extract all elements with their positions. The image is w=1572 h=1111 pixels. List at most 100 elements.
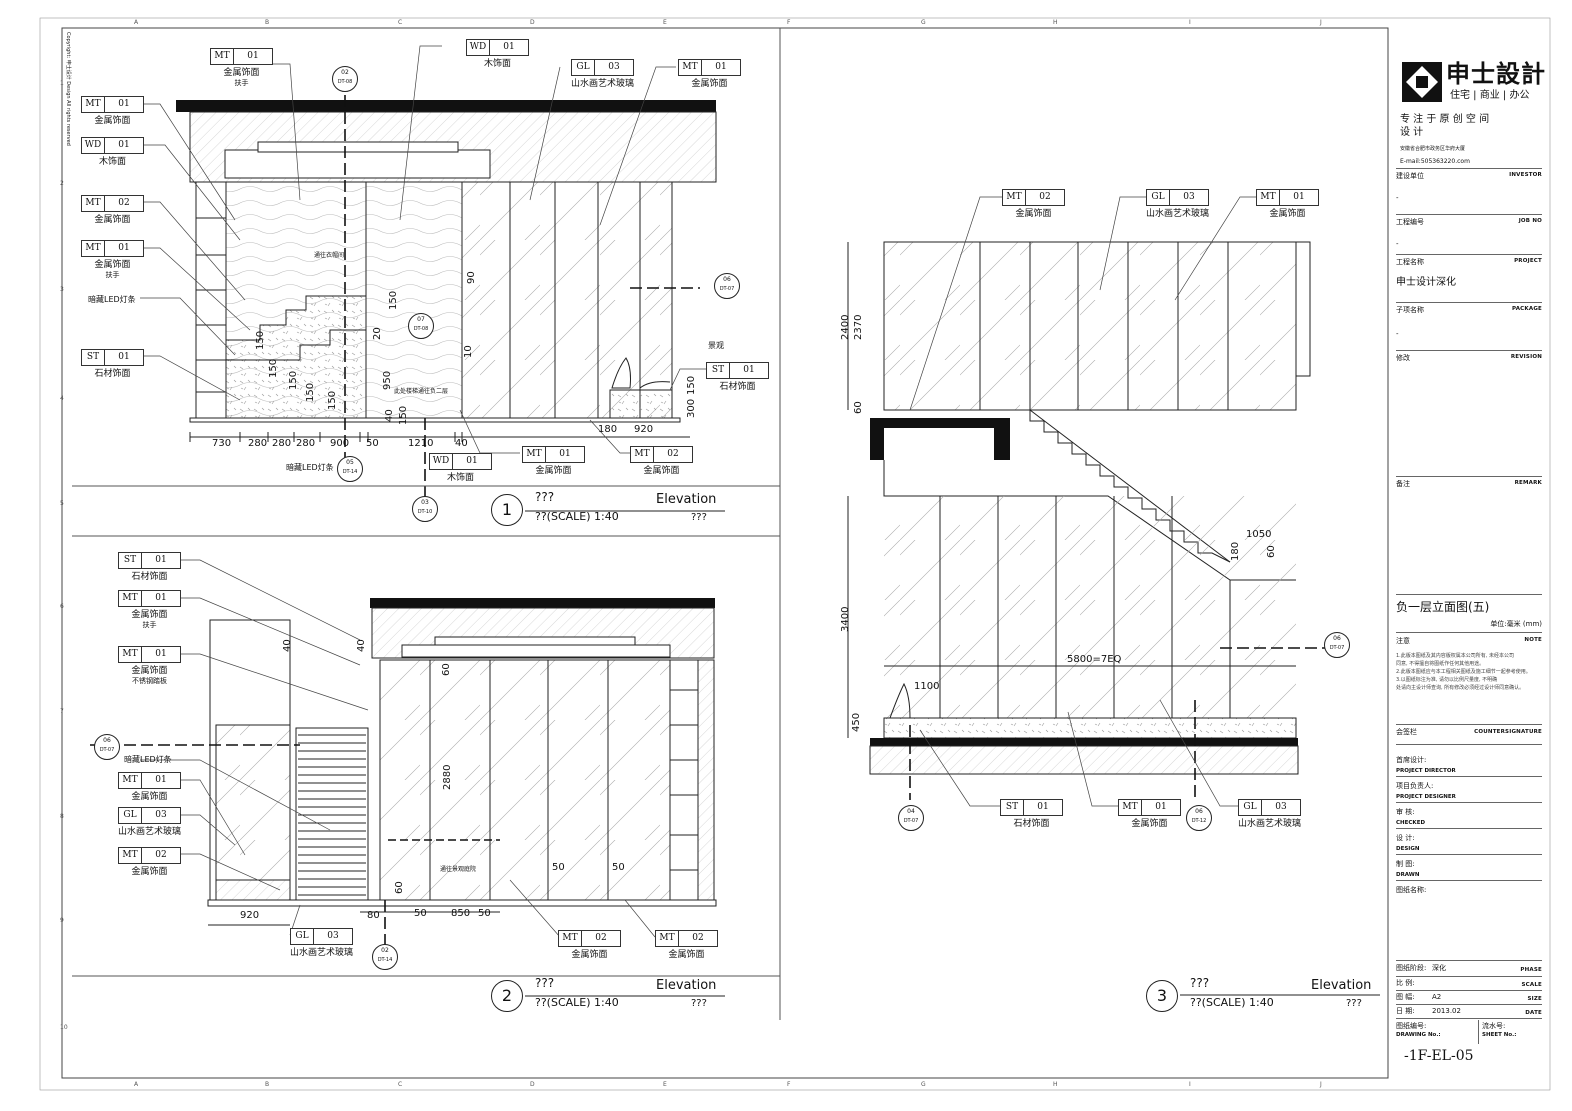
material-code: MT [1003, 190, 1026, 205]
material-name: 木饰面 [446, 473, 474, 483]
dimension-text: 5800=7EQ [1067, 654, 1122, 665]
dimension-text: 60 [1266, 545, 1277, 558]
copyright-text: Copyright: 申士设计 Design All rights reserv… [65, 32, 71, 146]
ruler-col-label: F [787, 1081, 791, 1088]
material-name: 金属饰面 [571, 950, 608, 960]
dimension-text: 40 [282, 639, 293, 652]
symbol-ref: DT-07 [1329, 645, 1345, 651]
note-line: 3.以图纸标注为准, 请勿以比例尺量度, 不明确 [1396, 677, 1498, 683]
dimension-text: 850 [451, 908, 471, 919]
design-label: 设 计: [1396, 834, 1415, 842]
symbol-circle-icon [372, 944, 398, 970]
dimension-text: 150 [268, 358, 279, 378]
dimension-text: 20 [372, 327, 383, 340]
logo-slogan-2: 设 计 [1400, 127, 1424, 138]
view-scale: ??(SCALE) 1:40 [535, 996, 619, 1009]
investor-label-en: INVESTOR [1509, 172, 1542, 178]
material-code: MT [82, 241, 105, 256]
material-name: 金属饰面 [131, 792, 168, 802]
material-code: WD [467, 40, 490, 55]
material-sub: 不锈钢踏板 [132, 677, 167, 685]
material-number: 01 [466, 456, 478, 466]
material-code: MT [119, 848, 142, 863]
drawing-no-label-en: DRAWING No.: [1396, 1032, 1441, 1038]
ruler-col-label: J [1320, 19, 1322, 26]
countersign-label: 会签栏 [1396, 728, 1417, 736]
dimension-text: 1100 [914, 681, 940, 692]
material-name: 山水画艺术玻璃 [118, 827, 182, 837]
dimension-text: 50 [612, 862, 625, 873]
ruler-col-label: D [530, 19, 535, 26]
phase-value: 深化 [1432, 964, 1446, 972]
material-name: 山水画艺术玻璃 [571, 79, 635, 89]
dimension-text: 50 [552, 862, 565, 873]
material-code: GL [1239, 800, 1262, 815]
remark-label-en: REMARK [1514, 480, 1542, 486]
ruler-row-label: 10 [60, 1024, 68, 1031]
material-code: MT [211, 49, 234, 64]
material-number: 01 [715, 62, 727, 72]
dimension-text: 2370 [853, 314, 864, 340]
dimension-text: 150 [327, 390, 338, 410]
size-label: 图 幅: [1396, 993, 1415, 1001]
logo-slogan: 专 注 于 原 创 空 间 [1400, 114, 1490, 125]
view-number-circle: 3 [1146, 980, 1178, 1012]
material-name: 木饰面 [483, 59, 511, 69]
symbol-number: 06 [723, 276, 731, 283]
material-code: MT [1119, 800, 1142, 815]
ruler-col-label: I [1189, 1081, 1191, 1088]
view-title-en: Elevation [1311, 978, 1372, 993]
ruler-row-label: 9 [60, 917, 64, 924]
symbol-circle-icon [898, 805, 924, 831]
view-scale: ??(SCALE) 1:40 [535, 510, 619, 523]
view-title-en: Elevation [656, 978, 717, 993]
material-number: 02 [692, 933, 704, 943]
logo-name: 申士設計 [1446, 60, 1546, 88]
symbol-number: 04 [907, 808, 915, 815]
view-scale: ??(SCALE) 1:40 [1190, 996, 1274, 1009]
material-number: 01 [1293, 192, 1305, 202]
symbol-number: 06 [103, 737, 111, 744]
logo-sectors: 住宅 | 商业 | 办公 [1450, 90, 1530, 101]
symbol-number: 07 [417, 316, 425, 323]
dimension-text: 60 [853, 401, 864, 414]
material-number: 03 [327, 931, 339, 941]
material-name: 石材饰面 [94, 369, 131, 379]
ruler-row-label: 7 [60, 708, 64, 715]
dimension-text: 900 [330, 438, 350, 449]
note-label-en: NOTE [1524, 637, 1542, 643]
symbol-circle-icon [94, 734, 120, 760]
note-line: 2.此版本图纸应与本工程相关图纸及施工细节一起参考使用。 [1396, 669, 1531, 675]
note-line: 同意, 不得擅自将图纸作任何其他用途。 [1396, 661, 1485, 667]
ruler-col-label: C [398, 19, 403, 26]
symbol-number: 03 [421, 499, 429, 506]
drawing-title: 负一层立面图(五) [1396, 600, 1490, 614]
symbol-ref: DT-07 [99, 747, 115, 753]
ruler-row-label: 4 [60, 395, 64, 402]
material-name: 石材饰面 [1013, 819, 1050, 829]
ruler-col-label: F [787, 19, 791, 26]
view-title: ??? [535, 976, 555, 990]
dimension-text: 280 [296, 438, 316, 449]
dimension-text: 60 [441, 663, 452, 676]
symbol-ref: DT-12 [1191, 818, 1207, 824]
material-number: 03 [1275, 802, 1287, 812]
symbol-circle-icon [714, 273, 740, 299]
